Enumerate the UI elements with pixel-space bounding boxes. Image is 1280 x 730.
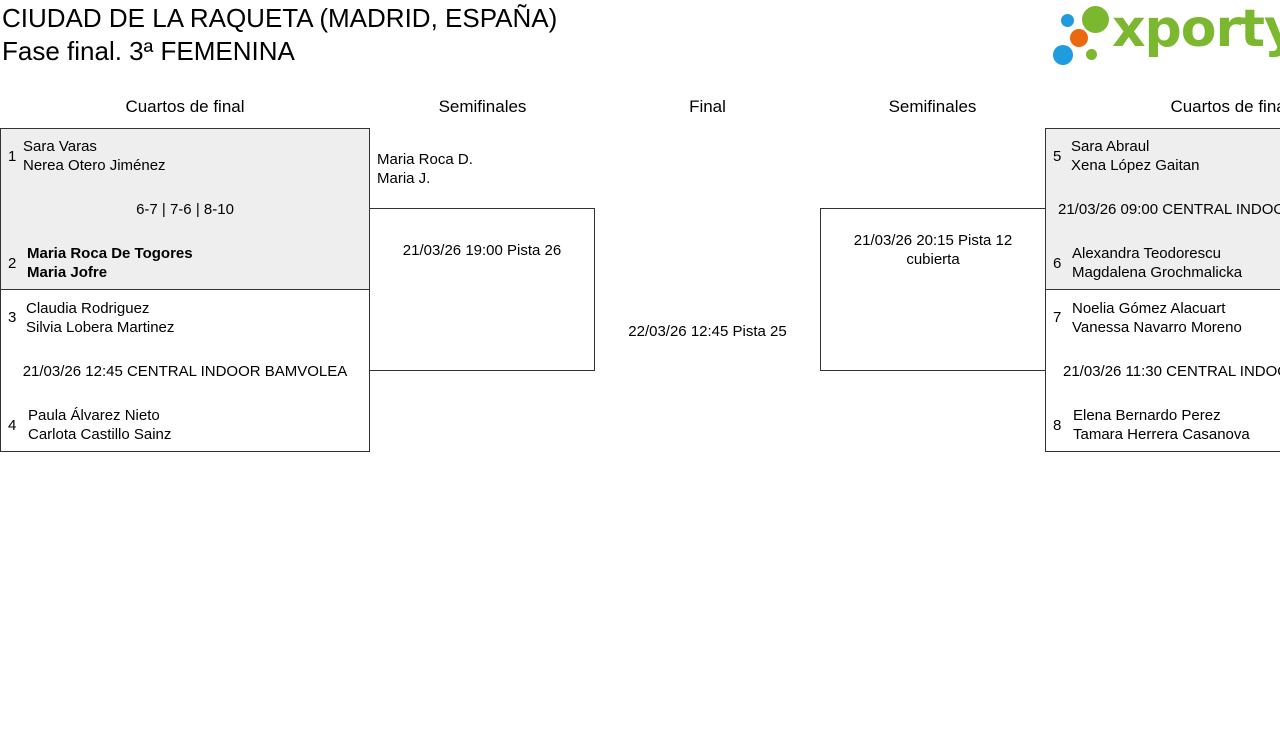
seed-number: 1 [8,148,17,165]
match-left-qf2[interactable]: 3 Claudia Rodriguez Silvia Lobera Martin… [0,289,370,452]
player-name: Sara Abraul [1071,138,1150,155]
seed-number: 8 [1053,417,1062,434]
match-right-qf1[interactable]: 5 Sara Abraul Xena López Gaitan 21/03/26… [1045,128,1280,290]
match-right-sf[interactable]: 21/03/26 20:15 Pista 12 cubierta [820,208,1046,371]
match-left-sf[interactable]: 21/03/26 19:00 Pista 26 [369,208,595,371]
player-name: Maria Roca D. [377,151,473,168]
player-name: Carlota Castillo Sainz [28,426,172,443]
team-left-qf2-b: Paula Álvarez Nieto Carlota Castillo Sai… [28,406,171,444]
player-name: Vanessa Navarro Moreno [1072,319,1242,336]
match-right-qf1-clip: 5 Sara Abraul Xena López Gaitan 21/03/26… [1045,128,1280,290]
player-name: Elena Bernardo Perez [1073,407,1221,424]
player-name: Claudia Rodriguez [26,300,150,317]
logo-dot-icon [1070,29,1088,47]
match-score: 6-7 | 7-6 | 8-10 [136,201,234,218]
left-sf-qualified-team: Maria Roca D. Maria J. [377,150,473,188]
team-right-qf1-a: Sara Abraul Xena López Gaitan [1071,137,1199,175]
round-header-right-quarters: Cuartos de final [1170,97,1280,116]
seed-number: 6 [1053,255,1062,272]
player-name: Xena López Gaitan [1071,157,1200,174]
match-schedule: 21/03/26 11:30 CENTRAL INDOOR BAMVOLEA [1063,363,1280,380]
player-name: Tamara Herrera Casanova [1073,426,1250,443]
round-header-right-quarters-clip: Cuartos de final [1045,96,1280,118]
seed-number: 7 [1053,309,1062,326]
round-header-left-semis: Semifinales [438,97,527,116]
team-left-qf2-a: Claudia Rodriguez Silvia Lobera Martinez [26,299,174,337]
seed-number: 2 [8,255,17,272]
match-schedule: 21/03/26 20:15 Pista 12 cubierta [853,232,1013,268]
team-right-qf2-b: Elena Bernardo Perez Tamara Herrera Casa… [1073,406,1250,444]
seed-number: 5 [1053,148,1062,165]
player-name: Magdalena Grochmalicka [1072,264,1243,281]
player-name: Sara Varas [23,138,97,155]
match-right-qf2[interactable]: 7 Noelia Gómez Alacuart Vanessa Navarro … [1045,289,1280,452]
seed-number: 3 [8,309,17,326]
seed-number: 4 [8,417,17,434]
player-name: Maria Jofre [27,264,108,281]
logo-dot-icon [1082,6,1109,33]
match-schedule: 21/03/26 12:45 CENTRAL INDOOR BAMVOLEA [22,363,348,380]
xporty-logo: xporty [1052,0,1280,66]
phase-category: Fase final. 3ª FEMENINA [2,36,295,66]
match-schedule: 21/03/26 09:00 CENTRAL INDOOR BAMVOLEA [1058,201,1280,218]
player-name: Nerea Otero Jiménez [23,157,166,174]
team-right-qf2-a: Noelia Gómez Alacuart Vanessa Navarro Mo… [1072,299,1242,337]
team-right-qf1-b: Alexandra Teodorescu Magdalena Grochmali… [1072,244,1242,282]
round-header-right-semis: Semifinales [888,97,977,116]
player-name: Maria J. [377,170,431,187]
player-name: Paula Álvarez Nieto [28,407,160,424]
team-left-qf1-b-winner: Maria Roca De Togores Maria Jofre [27,244,193,282]
page-title: CIUDAD DE LA RAQUETA (MADRID, ESPAÑA) Fa… [2,2,557,68]
logo-dot-icon [1061,14,1074,27]
match-schedule: 21/03/26 19:00 Pista 26 [402,242,562,259]
round-header-final: Final [689,97,726,116]
team-left-qf1-a: Sara Varas Nerea Otero Jiménez [23,137,166,175]
player-name: Alexandra Teodorescu [1072,245,1221,262]
player-name: Noelia Gómez Alacuart [1072,300,1226,317]
tournament-name: CIUDAD DE LA RAQUETA (MADRID, ESPAÑA) [2,3,558,33]
player-name: Maria Roca De Togores [27,245,193,262]
player-name: Silvia Lobera Martinez [26,319,175,336]
match-left-qf1[interactable]: 1 Sara Varas Nerea Otero Jiménez 6-7 | 7… [0,128,370,290]
logo-dot-icon [1086,49,1097,60]
match-right-qf2-clip: 7 Noelia Gómez Alacuart Vanessa Navarro … [1045,289,1280,452]
logo-dot-icon [1053,45,1073,65]
round-header-left-quarters: Cuartos de final [125,97,245,116]
logo-wordmark: xporty [1112,0,1280,59]
final-schedule[interactable]: 22/03/26 12:45 Pista 25 [628,323,787,340]
